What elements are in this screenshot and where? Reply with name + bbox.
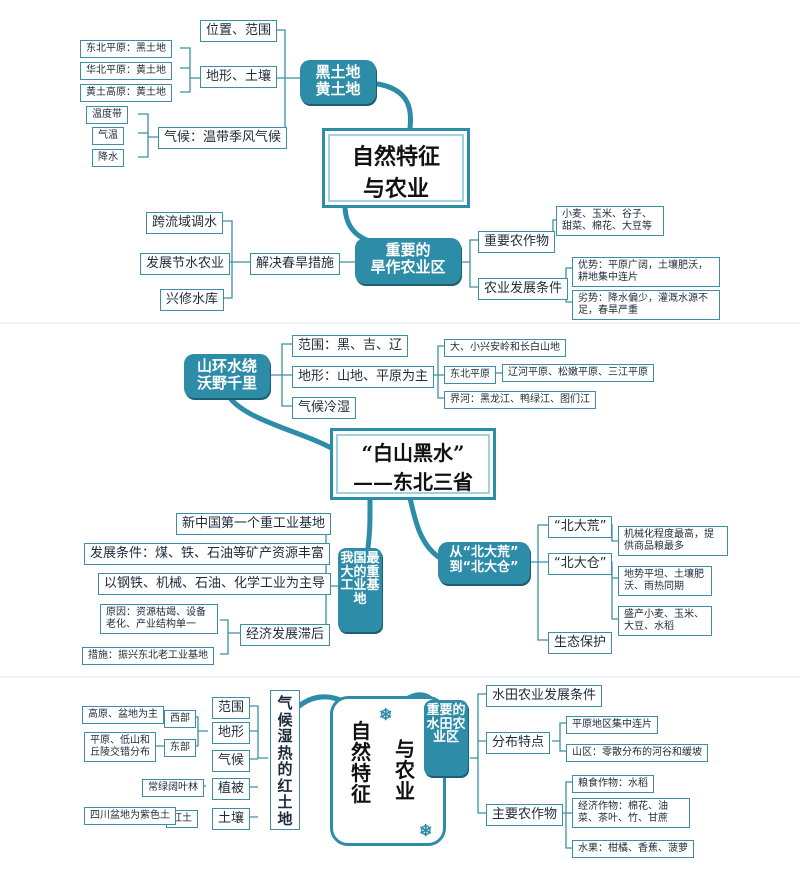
snowflake-icon: ❄ (419, 821, 433, 840)
vegetation-node: 植被 (212, 778, 251, 800)
range-node: 位置、范围 (200, 20, 278, 42)
section-divider (0, 322, 800, 324)
east-detail: 平原、低山和丘陵交错分布 (84, 732, 156, 762)
heavy-industry-hub: 我国最大的重工业基地 (338, 548, 382, 632)
sec1-title-line2: 与农业 (362, 176, 429, 202)
purple-soil: 四川盆地为紫色土 (84, 807, 176, 825)
sec1-hub-dry-farming: 重要的 旱作农业区 (355, 238, 461, 284)
hub-line: 到“北大仓” (449, 559, 519, 575)
hub-line: 黄土地 (315, 80, 361, 99)
terrain-node: 地形：山地、平原为主 (292, 366, 435, 388)
plain-detail: 辽河平原、松嫩平原、三江平原 (502, 364, 654, 382)
economic-lag: 经济发展滞后 (240, 624, 331, 646)
soil-item: 东北平原：黑土地 (80, 40, 172, 58)
sec3-title-a: 自然特征 (351, 719, 371, 806)
climate-item: 气温 (92, 127, 124, 145)
climate-node: 气候 (212, 750, 251, 772)
hub-line: 从“北大荒” (449, 545, 519, 560)
range-node: 范围 (212, 697, 251, 719)
crops-detail: 小麦、玉米、谷子、甜菜、棉花、大豆等 (556, 206, 664, 236)
plain-area: 平原地区集中连片 (566, 716, 658, 734)
paddy-conditions: 水田农业发展条件 (486, 685, 603, 707)
sec2-hub-granary: 从“北大荒” 到“北大仓” (438, 542, 530, 584)
land-conditions: 地势平坦、土壤肥沃、雨热同期 (618, 566, 712, 596)
sec2-title-line1: “白山黑水” (361, 441, 465, 465)
spring-drought-measures: 解决春旱措施 (250, 253, 341, 275)
industry-item: 以钢铁、机械、石油、化学工业为主导 (98, 573, 332, 595)
measure-item: 跨流域调水 (146, 212, 224, 234)
climate-item: 温度带 (86, 106, 128, 124)
grain-crops: 粮食作物：水稻 (572, 775, 654, 793)
mountains-node: 大、小兴安岭和长白山地 (444, 339, 566, 357)
hub-line: 重要的 (385, 241, 431, 259)
distribution-node: 分布特点 (486, 732, 551, 754)
section-divider (0, 676, 800, 678)
vegetation-detail: 常绿阔叶林 (142, 779, 204, 797)
lag-measure: 措施：振兴东北老工业基地 (82, 647, 214, 665)
sec2-title: “白山黑水” ——东北三省 (330, 428, 496, 500)
industry-item: 新中国第一个重工业基地 (176, 513, 332, 535)
hub-line: 黑土地 (315, 63, 361, 81)
soil-node: 土壤 (212, 808, 251, 830)
climate-node: 气候：温带季风气候 (158, 127, 288, 149)
lag-reason: 原因：资源枯竭、设备老化、产业结构单一 (100, 604, 218, 634)
farming-conditions: 农业发展条件 (478, 278, 569, 300)
fruit-crops: 水果：柑橘、香蕉、菠萝 (572, 840, 694, 858)
soil-item: 华北平原：黄土地 (80, 62, 172, 80)
sec2-title-line2: ——东北三省 (353, 470, 473, 494)
hub-line: 旱作农业区 (370, 258, 446, 277)
sec1-hub-black-yellow-soil: 黑土地 黄土地 (300, 60, 376, 104)
sec1-title-line1: 自然特征 (351, 144, 440, 170)
beidahuang: “北大荒” (548, 516, 613, 538)
climate-item: 降水 (92, 149, 124, 167)
disadvantage: 劣势：降水偏少，灌溉水源不足，春旱严重 (572, 290, 720, 320)
red-soil-hub: 气候湿热的红土地 (270, 690, 300, 830)
advantage: 优势：平原广阔，土壤肥沃，耕地集中连片 (572, 257, 720, 287)
paddy-hub: 重要的水田农业区 (424, 700, 468, 776)
snowflake-icon: ❄ (379, 705, 393, 724)
sec2-hub-mountains-rivers: 山环水绕 沃野千里 (184, 354, 270, 398)
cash-crops: 经济作物：棉花、油菜、茶叶、竹、甘蔗 (572, 798, 690, 828)
climate-node: 气候冷湿 (292, 397, 357, 419)
eco-protection: 生态保护 (548, 632, 613, 654)
hub-line: 沃野千里 (196, 374, 257, 393)
industry-item: 发展条件：煤、铁、石油等矿产资源丰富 (84, 543, 331, 565)
sec3-title-b: 与农业 (395, 737, 415, 803)
plain-node: 东北平原 (444, 366, 496, 384)
important-crops: 重要农作物 (478, 231, 556, 253)
range-node: 范围：黑、吉、辽 (292, 335, 409, 357)
terrain-node: 地形 (212, 722, 251, 744)
main-crops-node: 主要农作物 (486, 804, 564, 826)
measure-item: 兴修水库 (160, 289, 225, 311)
mountain-area: 山区：零散分布的河谷和缓坡 (566, 744, 708, 762)
border-rivers: 界河：黑龙江、鸭绿江、图们江 (444, 391, 596, 409)
soil-item: 黄土高原：黄土地 (80, 84, 172, 102)
west-detail: 高原、盆地为主 (82, 706, 164, 724)
beidacang: “北大仓” (548, 553, 613, 575)
terrain-soil-node: 地形、土壤 (200, 66, 278, 88)
measure-item: 发展节水农业 (140, 253, 231, 275)
east-node: 东部 (164, 739, 196, 757)
produce: 盛产小麦、玉米、大豆、水稻 (618, 606, 712, 636)
west-node: 西部 (164, 710, 196, 728)
mechanization: 机械化程度最高，提供商品粮最多 (618, 526, 728, 556)
hub-line: 山环水绕 (196, 357, 257, 375)
sec1-title: 自然特征 与农业 (322, 128, 470, 208)
